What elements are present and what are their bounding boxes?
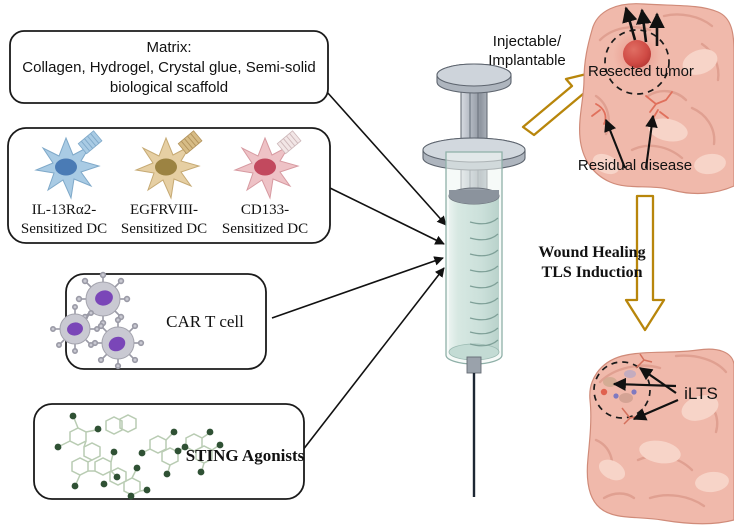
connector-sting	[298, 267, 445, 456]
brain-bottom-gyri	[598, 395, 729, 493]
brain-bottom	[586, 348, 734, 525]
brain-top	[578, 3, 734, 195]
wound-healing-line-2: TLS Induction	[542, 264, 643, 281]
matrix-line-1: Matrix:	[147, 39, 192, 56]
connector-cart	[271, 256, 444, 319]
dc-label-blue-line2: Sensitized DC	[21, 221, 107, 237]
dc-label-blue-line1: IL-13Rα2-	[32, 202, 97, 218]
syringe-thumb-pad	[436, 63, 512, 94]
wound-healing-line-1: Wound Healing	[538, 244, 645, 261]
injectable-line-2: Implantable	[488, 52, 566, 69]
dc-cell-pink	[233, 130, 302, 200]
resection-dashed-circle	[604, 29, 670, 95]
residual-disease-arrows	[604, 114, 658, 169]
connector-matrix	[326, 91, 447, 226]
matrix-line-3: biological scaffold	[110, 79, 228, 96]
brain-top-gyri	[592, 49, 726, 175]
syringe-graduations	[469, 217, 499, 347]
matrix-line-2: Collagen, Hydrogel, Crystal glue, Semi-s…	[22, 59, 315, 76]
dc-label-gold-line2: Sensitized DC	[121, 221, 207, 237]
gold-arrow-wound-healing	[624, 194, 666, 332]
dc-cell-blue	[34, 130, 103, 200]
car-t-label: CAR T cell	[166, 312, 244, 331]
dc-label-pink-line1: CD133-	[241, 202, 289, 218]
dc-label-pink-line2: Sensitized DC	[222, 221, 308, 237]
residual-disease-label: Residual disease	[578, 157, 692, 174]
resected-tumor-label: Resected tumor	[588, 63, 694, 80]
syringe-needle	[466, 356, 482, 497]
dc-label-gold-line1: EGFRVIII-	[130, 202, 198, 218]
syringe-stopper	[448, 187, 500, 205]
tumor-escape-arrows	[622, 6, 665, 46]
ilts-dashed-circle	[593, 361, 651, 419]
injectable-line-1: Injectable/	[493, 33, 562, 50]
ilts-arrows	[612, 367, 679, 421]
connector-arrows	[271, 91, 447, 456]
sting-molecules	[54, 412, 224, 500]
dc-cell-gold	[134, 130, 203, 200]
matrix-box[interactable]	[9, 30, 329, 104]
syringe	[422, 63, 526, 497]
sting-label: STING Agonists	[186, 446, 305, 465]
tumor-core	[623, 40, 651, 68]
sting-agonists-box[interactable]	[33, 403, 305, 500]
connector-dc	[329, 187, 445, 245]
car-t-cells	[49, 271, 145, 370]
ilts-label: iLTS	[684, 384, 718, 403]
